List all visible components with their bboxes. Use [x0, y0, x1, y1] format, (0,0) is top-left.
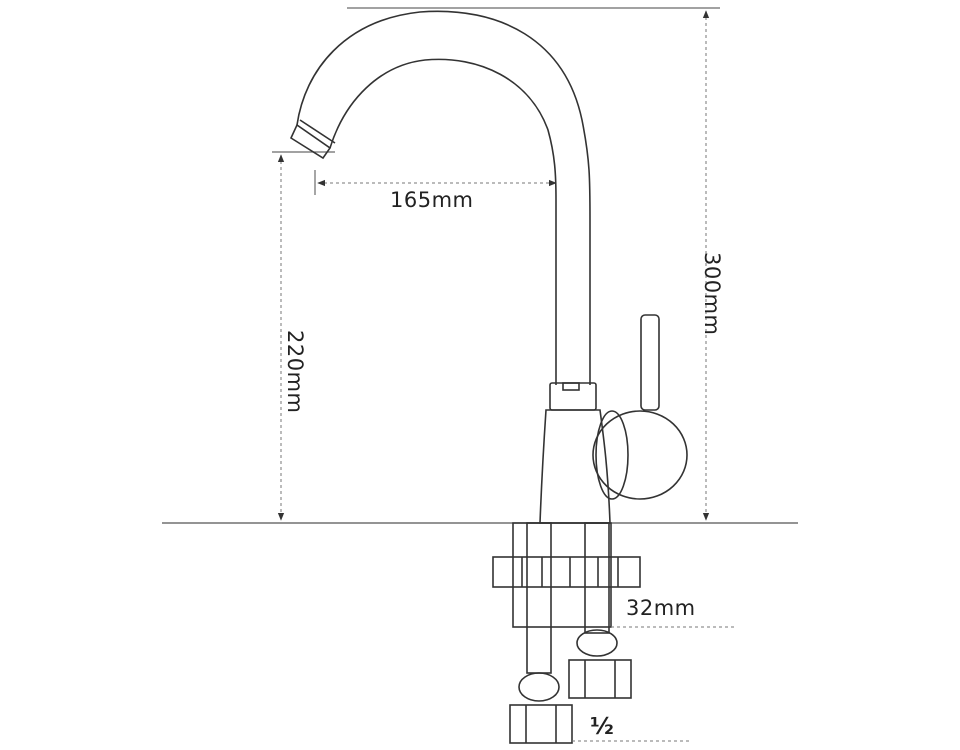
mounting-nut — [492, 556, 641, 588]
mounting-shank — [512, 522, 612, 628]
mounting-hardware — [492, 522, 641, 744]
spout-tip — [289, 123, 332, 160]
thread-length-label: 32mm — [626, 596, 696, 620]
reach-dimension: 165mm — [314, 170, 557, 212]
spout-outer-curve — [296, 10, 591, 385]
right-hose — [584, 522, 610, 634]
left-connector-ring — [518, 672, 560, 702]
right-hex-nut — [568, 659, 632, 699]
total-height-dimension: 300mm — [700, 10, 724, 521]
left-hose — [526, 522, 552, 674]
spout-height-label: 220mm — [283, 330, 307, 414]
left-hex-nut — [509, 704, 573, 744]
thread-length-dimension: 32mm — [611, 596, 734, 628]
faucet-body — [289, 10, 688, 524]
right-connector-ring — [576, 629, 618, 657]
handle-cap — [592, 410, 688, 500]
swivel-collar — [549, 382, 597, 411]
spout-height-dimension: 220mm — [277, 154, 307, 521]
reach-dimension-label: 165mm — [390, 188, 474, 212]
total-height-label: 300mm — [700, 252, 724, 336]
thread-size-dimension: ½ — [572, 714, 689, 742]
handle-lever — [640, 314, 660, 411]
thread-size-label: ½ — [590, 714, 614, 740]
spout-inner-curve — [329, 58, 557, 385]
